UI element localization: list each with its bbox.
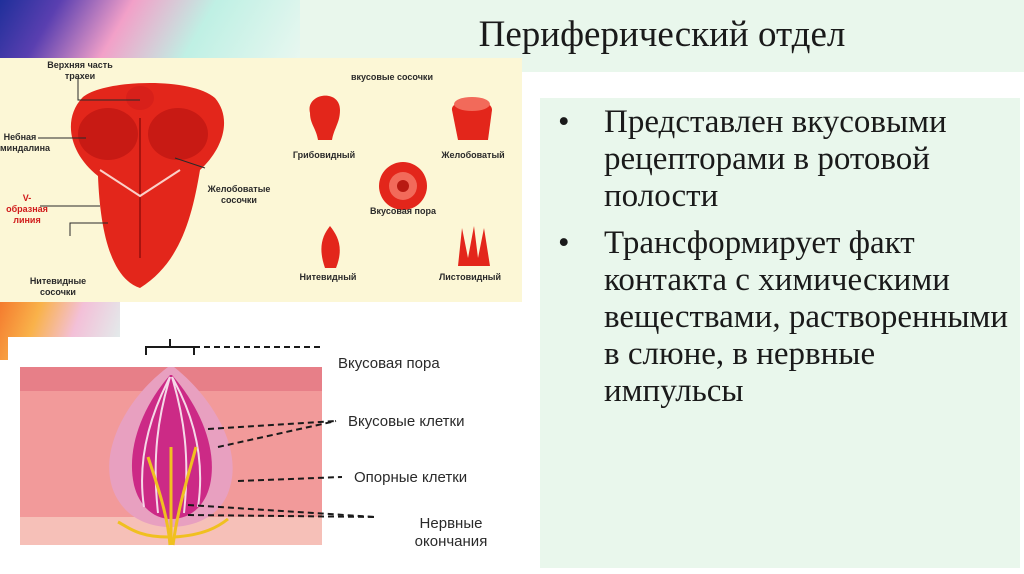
- taste-bud-illustration: [20, 339, 377, 546]
- tonsil-right: [148, 108, 208, 160]
- label-support-cells: Опорные клетки: [354, 469, 468, 486]
- label-filiform: Нитевидный: [299, 272, 357, 282]
- text-panel: [540, 98, 1020, 568]
- label-vallate-papillae: Желобоватые сосочки: [207, 184, 271, 205]
- bullet-list: • Представлен вкусовыми рецепторами в ро…: [552, 104, 1014, 420]
- bullet-item: • Представлен вкусовыми рецепторами в ро…: [552, 104, 1014, 215]
- bullet-dot-icon: •: [558, 104, 570, 140]
- tonsil-left: [78, 108, 138, 160]
- tongue-illustration: [38, 78, 492, 289]
- pointer-lines: [38, 78, 206, 236]
- papilla-pore: [379, 162, 427, 210]
- bud-cell-outlines: [141, 376, 202, 514]
- bullet-text: Представлен вкусовыми рецепторами в рото…: [604, 104, 947, 214]
- slide-title: Периферический отдел: [478, 14, 846, 55]
- v-line-mark: [99, 169, 181, 198]
- dashed-pointers: [187, 346, 377, 518]
- tongue-figure: Верхняя часть трахеи Небная миндалина V-…: [0, 58, 522, 302]
- papilla-fungiform: [309, 95, 340, 140]
- label-trachea: Верхняя часть трахеи: [47, 60, 113, 81]
- label-pore: Вкусовая пора: [338, 355, 440, 372]
- pore-bracket: [145, 346, 195, 355]
- label-nerve-endings: Нервные окончания: [414, 515, 488, 550]
- papilla-filiform: [321, 226, 340, 268]
- decor-stripe-top: [0, 0, 300, 60]
- bullet-text: Трансформирует факт контакта с химически…: [604, 225, 1009, 409]
- papilla-vallate: [451, 97, 492, 140]
- label-taste-pore-small: Вкусовая пора: [370, 206, 436, 216]
- label-tonsil: Небная миндалина: [0, 132, 51, 153]
- nerve-endings: [117, 446, 229, 546]
- label-v-line: V-образная линия: [6, 193, 48, 225]
- papilla-foliate: [458, 226, 490, 266]
- bullet-item: • Трансформирует факт контакта с химичес…: [552, 225, 1014, 410]
- label-papillae-header: вкусовые сосочки: [351, 72, 433, 82]
- label-filiform-papillae: Нитевидные сосочки: [29, 276, 87, 297]
- label-fungiform: Грибовидный: [292, 150, 356, 160]
- epiglottis: [126, 86, 154, 110]
- label-foliate: Листовидный: [438, 272, 502, 282]
- taste-bud-figure: Вкусовая пора Вкусовые клетки Опорные кл…: [8, 337, 544, 567]
- label-taste-cells: Вкусовые клетки: [348, 413, 465, 430]
- bullet-dot-icon: •: [558, 225, 570, 261]
- label-vallate: Желобоватый: [441, 150, 505, 160]
